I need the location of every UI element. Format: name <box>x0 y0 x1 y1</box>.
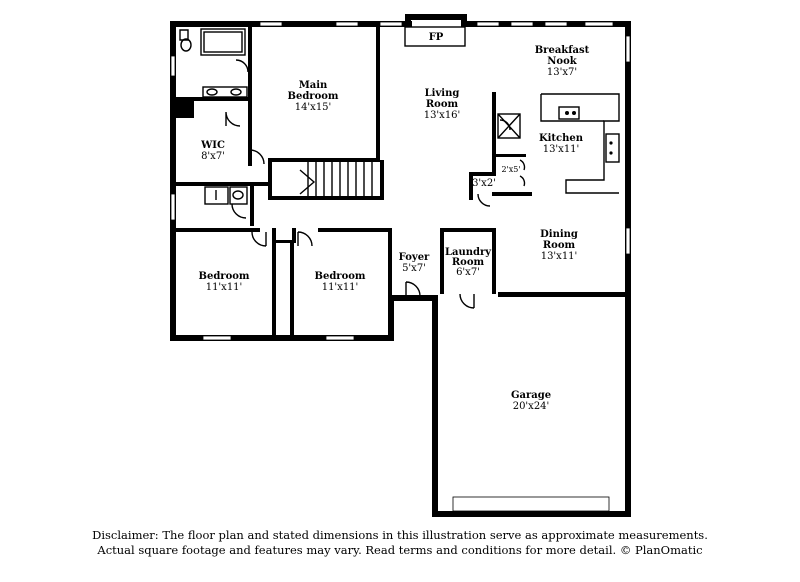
exterior-walls <box>170 14 631 517</box>
dining-room-name: Dining <box>540 229 578 240</box>
doors <box>225 59 526 309</box>
bedroom-2-name: Bedroom <box>315 271 366 282</box>
foyer-dims: 5'x7' <box>402 263 426 274</box>
interior-walls <box>176 21 532 338</box>
fireplace-label: FP <box>429 32 444 43</box>
kitchen-name: Kitchen <box>539 133 584 144</box>
living-room-name-2: Room <box>426 99 459 110</box>
closet-dims: 3'x2' <box>472 178 496 189</box>
bedroom-2-dims: 11'x11' <box>322 282 359 293</box>
floor-plan: FP Breakfast Nook 13'x7' Main Bedroom 14… <box>170 14 631 517</box>
kitchen-dims: 13'x11' <box>543 144 580 155</box>
disclaimer-line-2: Actual square footage and features may v… <box>97 543 703 557</box>
wic-name: WIC <box>200 140 225 151</box>
fireplace <box>404 26 466 47</box>
living-room-dims: 13'x16' <box>424 110 461 121</box>
main-bedroom-name: Main <box>299 80 328 91</box>
dining-room-dims: 13'x11' <box>541 251 578 262</box>
laundry-room-name-2: Room <box>452 257 485 268</box>
pantry-dims: 2'x5' <box>501 165 520 174</box>
laundry-room-name: Laundry <box>445 247 492 258</box>
breakfast-nook-dims: 13'x7' <box>547 67 577 78</box>
dining-room-name-2: Room <box>543 240 576 251</box>
bedroom-1-dims: 11'x11' <box>206 282 243 293</box>
laundry-room-dims: 6'x7' <box>456 267 480 278</box>
staircase <box>299 162 373 196</box>
bath-fixtures <box>179 28 248 205</box>
kitchen-fixtures <box>497 93 620 194</box>
wic-dims: 8'x7' <box>201 151 225 162</box>
breakfast-nook-name-2: Nook <box>547 56 577 67</box>
breakfast-nook-name: Breakfast <box>535 45 590 56</box>
disclaimer-line-1: Disclaimer: The floor plan and stated di… <box>92 528 708 542</box>
disclaimer: Disclaimer: The floor plan and stated di… <box>0 528 800 558</box>
windows <box>170 21 631 512</box>
foyer-name: Foyer <box>399 252 430 263</box>
living-room-name: Living <box>425 88 460 99</box>
garage-dims: 20'x24' <box>513 401 550 412</box>
garage-name: Garage <box>511 390 551 401</box>
main-bedroom-name-2: Bedroom <box>288 91 339 102</box>
bedroom-1-name: Bedroom <box>199 271 250 282</box>
main-bedroom-dims: 14'x15' <box>295 102 332 113</box>
room-labels: FP Breakfast Nook 13'x7' Main Bedroom 14… <box>199 32 590 412</box>
